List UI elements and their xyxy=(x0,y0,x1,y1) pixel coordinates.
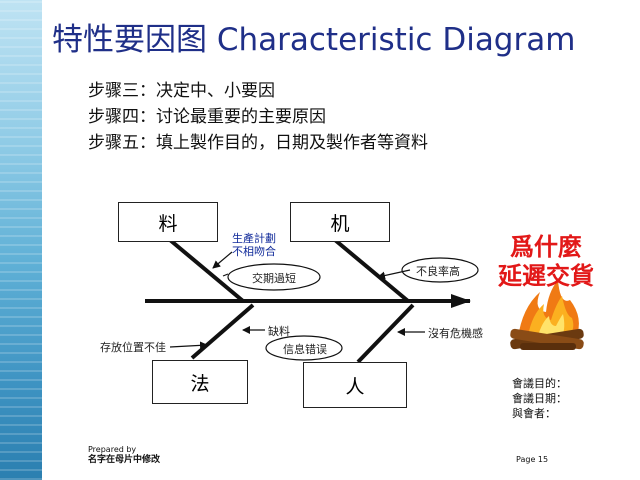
bone-bottom-right xyxy=(356,303,415,364)
category-label-people: 人 xyxy=(345,375,365,398)
effect-label: 爲什麼 延遲交貨 xyxy=(490,232,602,290)
bone-bottom-left xyxy=(190,303,255,360)
ellipse-info-error xyxy=(265,335,343,361)
arrow-delivery-short xyxy=(222,273,229,277)
arrow-production-plan xyxy=(212,251,233,269)
cause-production-plan-line2: 不相吻合 xyxy=(232,245,276,258)
cause-production-plan-line1: 生產計劃 xyxy=(232,232,276,245)
step-5: 步骤五：填上製作目的，日期及製作者等資料 xyxy=(88,133,428,153)
meeting-date: 會議日期： xyxy=(512,392,567,405)
step-4: 步骤四：讨论最重要的主要原因 xyxy=(88,107,326,127)
footer-author-note: 名字在母片中修改 xyxy=(88,455,161,465)
steps-list: 步骤三：决定中、小要因 步骤四：讨论最重要的主要原因 步骤五：填上製作目的，日期… xyxy=(88,78,428,156)
category-box-material: 料 xyxy=(118,202,218,242)
ellipse-defect-rate xyxy=(401,257,479,283)
meeting-info: 會議目的： 會議日期： 與會者： xyxy=(512,376,567,421)
cause-storage: 存放位置不佳 xyxy=(100,341,166,354)
category-box-method: 法 xyxy=(152,360,248,404)
step-3: 步骤三：决定中、小要因 xyxy=(88,81,275,101)
fire-illustration xyxy=(510,280,584,350)
effect-line2: 延遲交貨 xyxy=(498,261,594,290)
cause-missing-material: 缺料 xyxy=(268,325,290,338)
cause-defect-rate: 不良率高 xyxy=(416,265,460,278)
category-box-people: 人 xyxy=(303,362,407,408)
category-label-material: 料 xyxy=(158,212,178,235)
meeting-attendees: 與會者： xyxy=(512,407,556,420)
cause-no-crisis: 沒有危機感 xyxy=(428,327,483,340)
bone-top-left xyxy=(168,238,245,303)
cause-delivery-short: 交期過短 xyxy=(252,272,296,285)
footer-prepared-by: Prepared by xyxy=(88,445,137,454)
cause-info-error: 信息错误 xyxy=(283,343,327,356)
cause-production-plan: 生產計劃 不相吻合 xyxy=(232,232,276,258)
arrow-defect-rate xyxy=(377,269,411,280)
meeting-purpose: 會議目的： xyxy=(512,377,567,390)
arrow-storage xyxy=(169,341,208,350)
ellipse-delivery-short xyxy=(227,263,321,291)
decorative-water-stripe xyxy=(0,0,42,480)
category-box-machine: 机 xyxy=(290,202,390,242)
effect-line1: 爲什麼 xyxy=(510,232,582,261)
category-label-method: 法 xyxy=(190,372,210,395)
footer-prepared: Prepared by 名字在母片中修改 xyxy=(88,444,160,466)
slide-title: 特性要因图 Characteristic Diagram xyxy=(52,22,576,58)
bone-top-right xyxy=(333,238,410,303)
category-label-machine: 机 xyxy=(330,212,350,235)
page-number: Page 15 xyxy=(516,455,549,464)
